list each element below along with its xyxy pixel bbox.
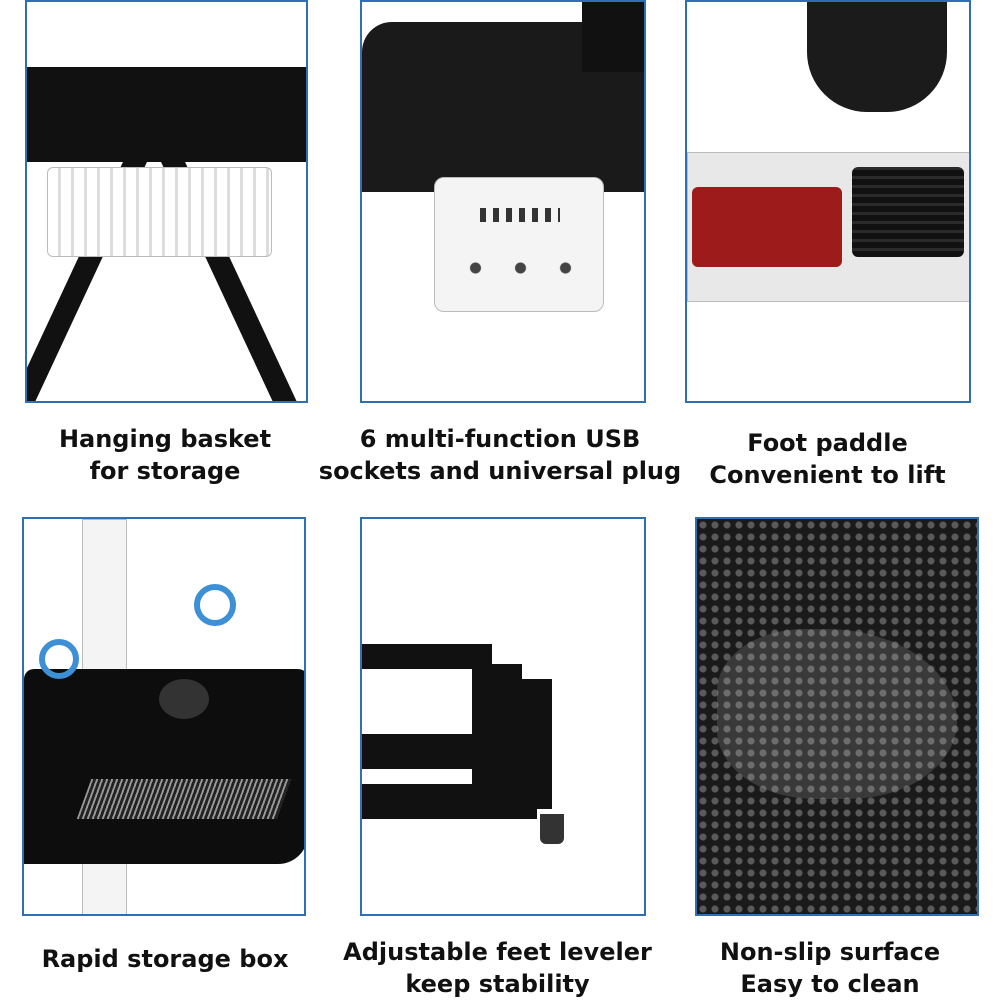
feature-image-power-socket xyxy=(360,0,646,403)
caption-line-1: Hanging basket xyxy=(58,425,272,453)
foot-pedal-icon xyxy=(692,187,842,267)
caption-line-1: Non-slip surface xyxy=(719,938,941,966)
scissors-icon xyxy=(194,584,236,626)
caption-line-1: 6 multi-function USB xyxy=(359,425,641,453)
caption-line-1: Foot paddle xyxy=(747,429,908,457)
caption-hanging-basket: Hanging basket for storage xyxy=(20,423,310,487)
power-socket-icon xyxy=(434,177,604,312)
feature-image-storage-box xyxy=(22,517,306,916)
caption-line-2: Easy to clean xyxy=(740,970,920,998)
scissors-icon xyxy=(39,639,79,679)
caption-storage-box: Rapid storage box xyxy=(15,943,315,975)
non-slip-mat-icon xyxy=(697,519,977,914)
caption-line-1: Adjustable feet leveler xyxy=(343,938,652,966)
caption-power-socket: 6 multi-function USB sockets and univers… xyxy=(295,423,705,487)
caption-line-2: Convenient to lift xyxy=(709,461,946,489)
caption-line-1: Rapid storage box xyxy=(41,945,289,973)
feature-image-feet-leveler xyxy=(360,517,646,916)
caption-line-2: sockets and universal plug xyxy=(318,457,682,485)
caption-non-slip-mat: Non-slip surface Easy to clean xyxy=(680,936,980,1000)
feature-image-hanging-basket xyxy=(25,0,308,403)
feature-image-foot-pedal xyxy=(685,0,971,403)
caption-feet-leveler: Adjustable feet leveler keep stability xyxy=(325,936,670,1000)
feature-image-non-slip-mat xyxy=(695,517,979,916)
leveler-foot-icon xyxy=(540,814,564,844)
storage-box-icon xyxy=(24,669,304,864)
basket-icon xyxy=(47,167,272,257)
caption-foot-pedal: Foot paddle Convenient to lift xyxy=(680,427,975,491)
caption-line-2: keep stability xyxy=(405,970,590,998)
caption-line-2: for storage xyxy=(89,457,241,485)
